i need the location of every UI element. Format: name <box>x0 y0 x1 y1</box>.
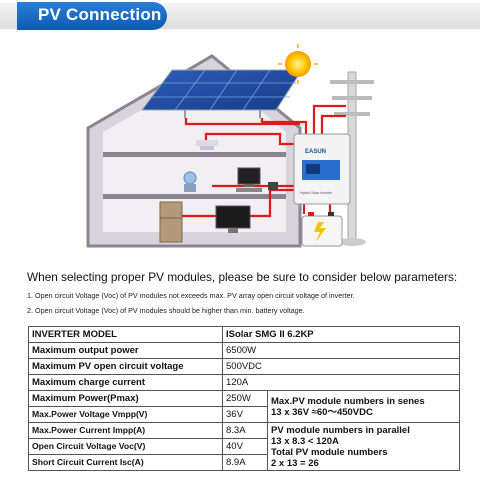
pv-value: 8.3A <box>222 422 268 439</box>
sun-icon <box>278 44 318 84</box>
inverter-device-icon: EASUN Hybrid Solar Inverter <box>293 133 351 205</box>
pv-connection-illustration: EASUN Hybrid Solar Inverter <box>0 36 480 268</box>
spec-value: 500VDC <box>222 358 460 375</box>
pv-label: Short Circuit Current Isc(A) <box>28 454 223 471</box>
note-2: 2. Open circuit Voltage (Voc) of PV modu… <box>27 306 305 315</box>
table-row: Maximum Power(Pmax) 250W Max.PV module n… <box>28 390 460 423</box>
series-note-line: 13 x 36V ≈60～450VDC <box>271 406 373 418</box>
pv-label: Max.Power Current Impp(A) <box>28 422 223 439</box>
spec-label: Maximum output power <box>28 342 223 359</box>
parallel-note-line: PV module numbers in parallel <box>271 424 410 436</box>
pv-value: 36V <box>222 406 268 423</box>
table-row: INVERTER MODEL ISolar SMG II 6.2KP <box>28 326 460 343</box>
table-row: Short Circuit Current Isc(A) 8.9A <box>28 454 460 471</box>
series-note-line: Max.PV module numbers in senes <box>271 395 425 407</box>
inverter-caption: Hybrid Solar Inverter <box>300 191 333 195</box>
ceiling-fan-icon <box>196 140 218 150</box>
parallel-note-line: 13 x 8.3 < 120A <box>271 435 339 447</box>
table-row: Maximum charge current 120A <box>28 374 460 391</box>
header-bar: PV Connection <box>0 0 480 34</box>
spec-value: 120A <box>222 374 460 391</box>
parallel-note-line: Total PV module numbers <box>271 446 388 458</box>
spec-table: INVERTER MODEL ISolar SMG II 6.2KP Maxim… <box>28 326 460 471</box>
spec-label: Maximum charge current <box>28 374 223 391</box>
parallel-note-line: 2 x 13 = 26 <box>271 457 319 469</box>
parallel-note: PV module numbers in parallel 13 x 8.3 <… <box>267 422 460 471</box>
header-pill <box>17 2 167 30</box>
table-row: Maximum PV open circuit voltage 500VDC <box>28 358 460 375</box>
table-row: Open Circuit Voltage Voc(V) 40V <box>28 438 460 455</box>
computer-icon <box>236 167 262 192</box>
battery-icon <box>301 212 343 247</box>
desk-lamp-icon <box>183 171 197 192</box>
pv-value: 250W <box>222 390 268 407</box>
solar-panel-icon <box>141 69 303 118</box>
spec-value: 6500W <box>222 342 460 359</box>
pv-value: 40V <box>222 438 268 455</box>
tv-icon <box>215 205 251 233</box>
pv-label: Max.Power Voltage Vmpp(V) <box>28 406 223 423</box>
pv-label: Open Circuit Voltage Voc(V) <box>28 438 223 455</box>
table-row: Max.Power Current Impp(A) 8.3A PV module… <box>28 422 460 471</box>
spec-label: Maximum PV open circuit voltage <box>28 358 223 375</box>
pv-value: 8.9A <box>222 454 268 471</box>
table-row: Maximum output power 6500W <box>28 342 460 359</box>
model-value: ISolar SMG II 6.2KP <box>222 326 460 343</box>
series-note: Max.PV module numbers in senes 13 x 36V … <box>267 390 460 423</box>
camera-icon <box>268 182 278 190</box>
page-title: PV Connection <box>38 5 162 24</box>
refrigerator-icon <box>159 201 183 243</box>
intro-text: When selecting proper PV modules, please… <box>27 270 458 284</box>
inverter-brand: EASUN <box>305 149 326 155</box>
pv-label: Maximum Power(Pmax) <box>28 390 223 407</box>
model-label: INVERTER MODEL <box>28 326 223 343</box>
power-pole-icon <box>330 71 374 246</box>
note-1: 1. Open circuit Voltage (Voc) of PV modu… <box>27 291 355 300</box>
